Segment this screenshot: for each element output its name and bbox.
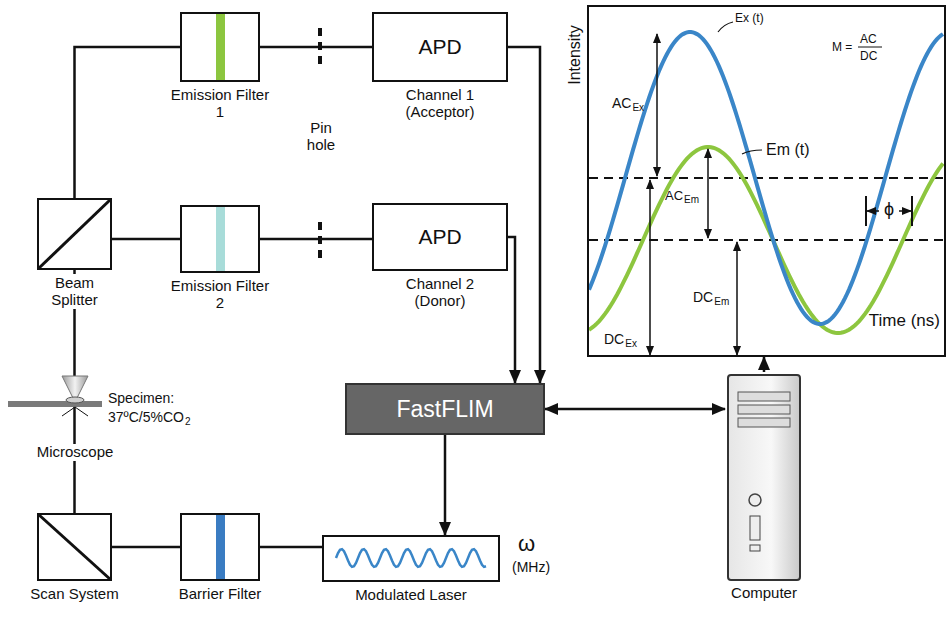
component-box: Modulated Laser xyxy=(322,535,500,582)
signal-path xyxy=(112,546,180,549)
unit-name: FastFLIM xyxy=(347,396,543,423)
fraction-bar xyxy=(858,47,882,48)
part-label: Scan System xyxy=(30,585,120,602)
subscript: Ex xyxy=(625,338,637,349)
offset-arrow xyxy=(736,242,738,355)
filter-bar xyxy=(216,514,225,580)
offset-label: DC xyxy=(693,290,713,305)
specimen-label: Specimen: xyxy=(108,391,174,406)
light-ray xyxy=(75,407,88,416)
offset-arrow xyxy=(649,180,651,355)
signal-path xyxy=(260,238,372,241)
frequency-unit: (MHz) xyxy=(512,560,550,575)
part-label: Emission Filter 1 xyxy=(170,86,270,121)
signal-path xyxy=(444,435,447,535)
phase-arrow xyxy=(867,210,879,212)
front-slot xyxy=(750,516,760,540)
curve-label: Em (t) xyxy=(766,141,810,159)
amplitude-arrow xyxy=(656,34,658,176)
leader-line xyxy=(742,150,762,154)
pinhole xyxy=(318,28,322,70)
signal-path xyxy=(545,408,725,411)
drive-bay xyxy=(738,392,790,401)
filter-bar xyxy=(216,206,225,272)
part-label: Emission Filter 2 xyxy=(170,277,270,312)
filter-bar xyxy=(216,13,225,81)
signal-path xyxy=(112,238,180,241)
phase-bar xyxy=(911,196,913,226)
microscope-label: Microscope xyxy=(35,444,116,461)
signal-path xyxy=(508,47,540,383)
signal-path xyxy=(763,357,766,372)
part-label: Computer xyxy=(704,584,824,601)
specimen-plate xyxy=(8,401,102,407)
component-box: Beam Splitter xyxy=(37,198,112,270)
axis-title: Time (ns) xyxy=(869,312,940,331)
amplitude-label: AC xyxy=(612,96,631,111)
axis-title: Intensity xyxy=(566,25,584,85)
pinhole xyxy=(318,222,322,264)
signal-path xyxy=(260,46,372,49)
power-button xyxy=(749,494,761,506)
front-slot xyxy=(750,545,760,551)
component-box: APDChannel 1 (Acceptor) xyxy=(372,12,508,82)
amplitude-arrow xyxy=(707,149,709,238)
objective-cone xyxy=(62,376,88,400)
part-label: Beam Splitter xyxy=(30,274,120,309)
frequency-symbol: ω xyxy=(518,532,535,556)
computer-tower xyxy=(728,375,800,580)
phase-arrow xyxy=(899,210,911,212)
splitter-mirror xyxy=(38,199,111,269)
formula: DC xyxy=(860,50,877,63)
formula: M = xyxy=(832,41,852,54)
phase-symbol: ϕ xyxy=(882,200,896,220)
component-box: FastFLIM xyxy=(345,383,545,435)
component-box: APDChannel 2 (Donor) xyxy=(372,203,508,271)
detector-name: APD xyxy=(374,35,506,59)
scan-mirror xyxy=(38,514,111,580)
leader-line xyxy=(718,22,733,32)
laser-wave xyxy=(336,549,486,567)
excitation-curve xyxy=(589,32,943,324)
component-box: Emission Filter 1 xyxy=(180,12,260,82)
component-box: IntensityTime (ns) xyxy=(587,5,946,357)
part-label: Modulated Laser xyxy=(321,586,501,603)
subscript: Ex xyxy=(632,102,644,113)
baseline-dashed xyxy=(589,177,944,179)
signal-path xyxy=(508,237,515,383)
drive-bay xyxy=(738,418,790,427)
signal-path xyxy=(75,47,181,198)
subscript: 2 xyxy=(185,416,191,427)
component-box: Scan System xyxy=(37,513,112,581)
specimen-drop xyxy=(66,397,84,403)
light-ray xyxy=(62,407,75,416)
offset-label: DC xyxy=(604,332,624,347)
signal-path xyxy=(260,546,322,549)
phase-bar xyxy=(865,196,867,226)
drive-bay xyxy=(738,405,790,414)
subscript: Em xyxy=(684,194,699,205)
component-box: Barrier Filter xyxy=(180,513,260,581)
formula: AC xyxy=(860,33,877,46)
part-label: Barrier Filter xyxy=(175,585,265,602)
curve-label: Ex (t) xyxy=(735,12,764,25)
detector-name: APD xyxy=(374,225,506,249)
specimen-label: 37ºC/5%CO xyxy=(108,410,184,425)
emission-curve xyxy=(589,147,943,333)
pinhole-label: Pin hole xyxy=(300,120,342,153)
amplitude-label: AC xyxy=(665,189,683,203)
component-box: Computer xyxy=(725,372,803,582)
part-label: Channel 1 (Acceptor) xyxy=(385,86,495,121)
part-label: Channel 2 (Donor) xyxy=(385,275,495,310)
component-box: Emission Filter 2 xyxy=(180,205,260,273)
subscript: Em xyxy=(714,296,729,307)
